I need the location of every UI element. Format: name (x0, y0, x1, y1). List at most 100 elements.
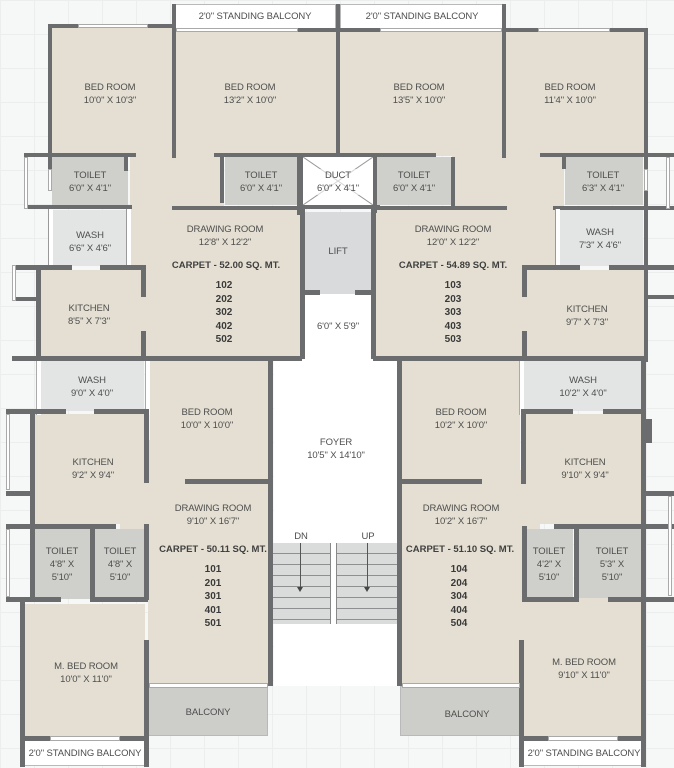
unit4-master-bed-room (524, 604, 644, 740)
window (380, 28, 502, 32)
wall (397, 361, 402, 686)
wall (12, 297, 40, 301)
wall (553, 206, 674, 210)
wall (144, 524, 149, 600)
wall (268, 361, 273, 686)
wall (451, 157, 455, 207)
unit4-wash (522, 361, 642, 411)
wall (297, 157, 303, 215)
unit3-passage (452, 152, 564, 212)
window (48, 169, 52, 191)
lift-label: LIFT (328, 246, 348, 257)
wall (340, 28, 380, 32)
wall (610, 28, 648, 32)
wall (519, 640, 524, 767)
unit1-passage (120, 440, 160, 540)
wall (36, 265, 41, 359)
window (50, 736, 120, 741)
wall (36, 361, 41, 415)
window (78, 24, 148, 28)
wall (336, 4, 340, 156)
wall (618, 736, 644, 741)
wall (373, 157, 377, 213)
unit4-bed-room (402, 361, 520, 482)
wall (20, 597, 25, 767)
wall (144, 640, 149, 767)
wall (141, 331, 146, 359)
unit1-flat-numbers: 101 201 301 401 501 (204, 564, 222, 629)
unit3-wash (558, 210, 643, 266)
wall (668, 496, 672, 596)
wall (24, 205, 132, 209)
wall (522, 597, 579, 602)
wall (608, 597, 674, 602)
unit1-master-bed-room (25, 604, 145, 740)
wall (371, 209, 376, 359)
wall (540, 153, 674, 157)
wall (644, 28, 648, 362)
wall (521, 409, 573, 414)
unit2-toilet-a (52, 157, 128, 205)
sliding-door (149, 683, 268, 688)
wall (562, 157, 566, 169)
wall (120, 736, 146, 741)
stairs-up-label: UP (361, 531, 375, 542)
unit3-toilet-b (565, 157, 643, 205)
wall (522, 265, 580, 270)
wall (12, 265, 72, 270)
wall (574, 526, 579, 600)
wall (30, 409, 35, 599)
unit4-drawing-extension (524, 598, 644, 608)
top-standing-balcony-right (340, 4, 504, 31)
wall (609, 265, 674, 270)
unit4-flat-numbers: 104 204 304 404 504 (450, 564, 468, 629)
unit1-balcony (148, 686, 268, 736)
wall (6, 414, 10, 490)
wall (25, 736, 50, 741)
wall (6, 409, 66, 414)
wall (185, 479, 272, 484)
wall (641, 491, 674, 496)
window (548, 736, 618, 741)
bottom-standing-balcony-right-label: 2'0" STANDING BALCONY (527, 748, 641, 759)
window (538, 28, 610, 32)
wall (172, 4, 176, 158)
wall (6, 524, 116, 529)
unit1-carpet-area: CARPET - 50.11 SQ. MT. (159, 544, 267, 555)
wall (24, 153, 136, 157)
window (644, 169, 648, 191)
wall (6, 491, 34, 496)
unit3-bed-room-b (506, 32, 644, 156)
wall (522, 526, 527, 600)
unit2-carpet-area: CARPET - 52.00 SQ. MT. (171, 260, 281, 271)
unit1-wash (40, 361, 144, 411)
wall (502, 4, 506, 158)
wall (521, 409, 526, 484)
wall (373, 356, 645, 361)
stairs-down-arrow-icon (297, 587, 303, 592)
unit1-toilet-a (35, 529, 90, 599)
top-standing-balcony-right-label: 2'0" STANDING BALCONY (365, 11, 479, 22)
wall (12, 356, 302, 361)
unit3-bed-room-a (340, 32, 504, 156)
wall (12, 265, 16, 301)
unit1-bed-room (150, 361, 268, 482)
unit4-toilet-b (579, 529, 643, 599)
